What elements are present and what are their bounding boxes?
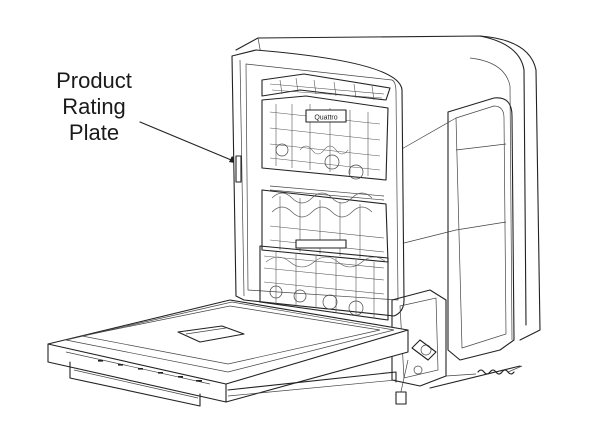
callout-line-3: Plate xyxy=(68,120,120,145)
third-rack xyxy=(261,73,391,101)
middle-spray-arm xyxy=(269,185,385,201)
bottom-basket xyxy=(259,245,389,321)
callout-pointer xyxy=(139,121,240,164)
rack-label: Quattro xyxy=(314,115,337,122)
rack-label-plate xyxy=(305,109,347,123)
open-door xyxy=(47,299,409,407)
tub-frame xyxy=(231,49,405,317)
upper-rack: Quattro xyxy=(261,95,389,181)
callout-label: Product Rating Plate xyxy=(30,68,158,146)
callout-line-1: Product xyxy=(56,68,132,93)
plinth xyxy=(227,365,521,397)
detergent-dispenser xyxy=(177,325,245,343)
control-panel xyxy=(98,360,202,382)
side-panel xyxy=(399,97,515,361)
rating-plate xyxy=(235,155,242,183)
callout-line-2: Rating xyxy=(62,94,126,119)
cabinet-shell xyxy=(235,35,541,341)
